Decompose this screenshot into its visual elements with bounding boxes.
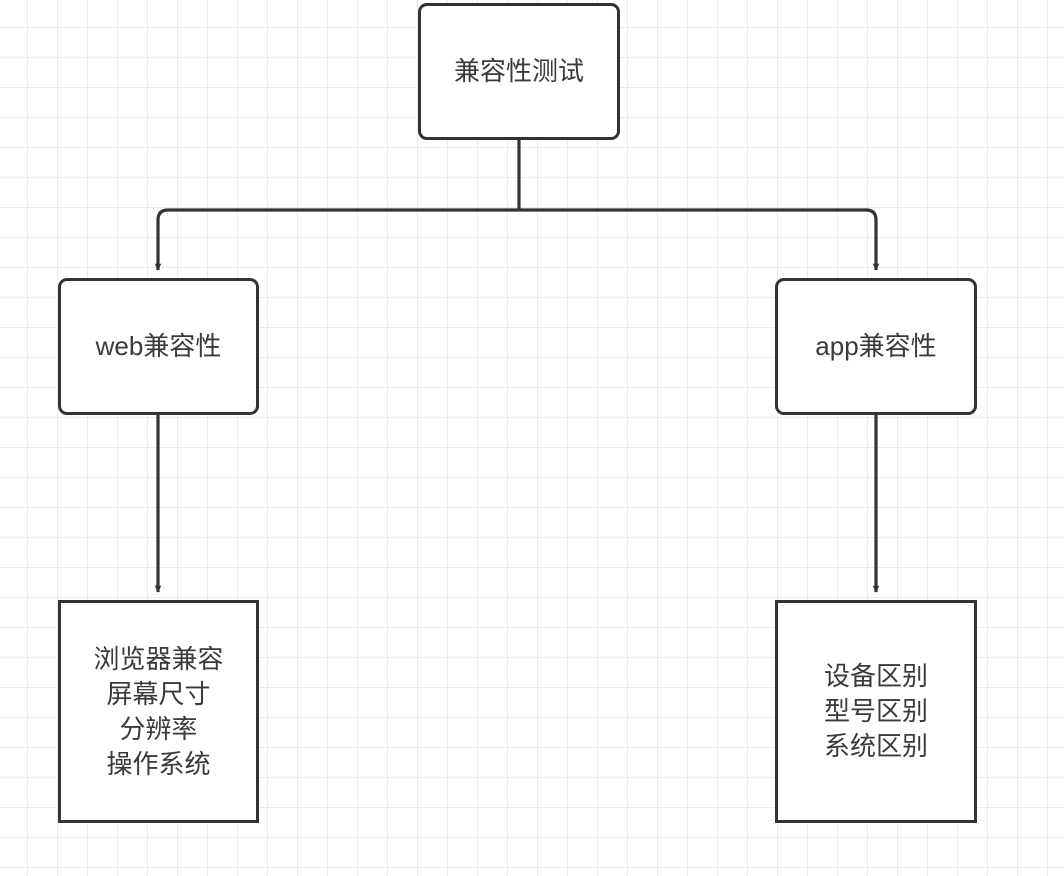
node-label: app兼容性 [815, 331, 937, 361]
node-app-compatibility[interactable]: app兼容性 [775, 278, 977, 415]
node-label: web兼容性 [95, 331, 222, 361]
node-compatibility-testing[interactable]: 兼容性测试 [418, 3, 620, 140]
node-web-compatibility[interactable]: web兼容性 [58, 278, 259, 415]
node-label: 兼容性测试 [453, 56, 584, 86]
node-app-compatibility-details[interactable]: 设备区别 型号区别 系统区别 [775, 600, 977, 823]
node-web-compatibility-details[interactable]: 浏览器兼容 屏幕尺寸 分辨率 操作系统 [58, 600, 259, 823]
node-label: 设备区别 型号区别 系统区别 [823, 661, 928, 761]
edge-root-to-web [154, 208, 519, 271]
node-label: 浏览器兼容 屏幕尺寸 分辨率 操作系统 [93, 643, 224, 779]
edge-root-to-app [519, 208, 880, 271]
